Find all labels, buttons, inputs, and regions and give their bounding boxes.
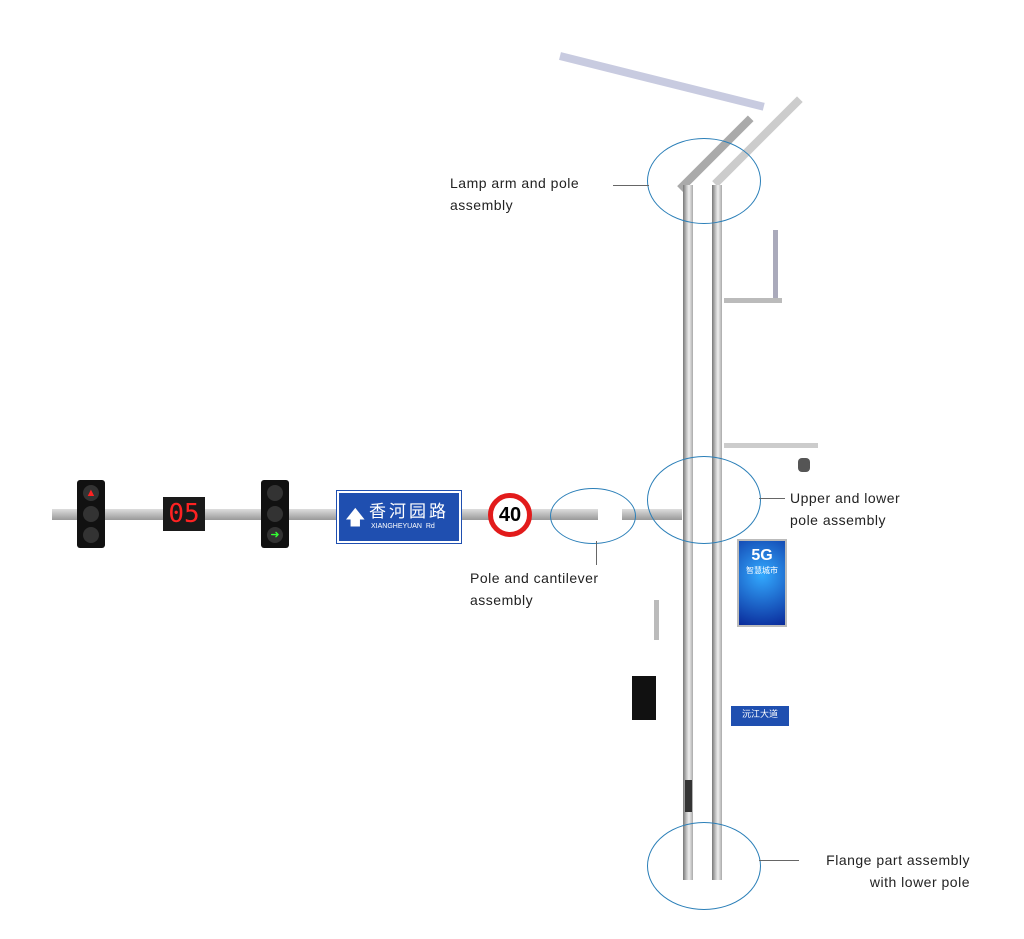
label-line: Lamp arm and pole (450, 175, 580, 191)
side-bracket-top (773, 230, 778, 298)
vertical-light-pole (654, 600, 659, 640)
label-line: with lower pole (869, 874, 970, 890)
side-arm-top (724, 298, 782, 303)
ring-flange (647, 822, 761, 910)
label-line: Flange part assembly (826, 852, 970, 868)
label-lamp-arm: Lamp arm and pole assembly (450, 172, 579, 216)
red-lamp (267, 485, 283, 501)
label-flange: Flange part assembly with lower pole (800, 849, 970, 893)
leader-lamp-arm (613, 185, 649, 186)
label-cantilever: Pole and cantilever assembly (470, 567, 599, 611)
countdown-display: 05 (163, 497, 205, 531)
up-arrow-icon: 🡅 (345, 507, 366, 529)
traffic-light-right: ➜ (261, 480, 289, 548)
road-name-sign: 🡅 香河园路 XIANGHEYUAN Rd (336, 490, 462, 544)
yellow-lamp (83, 506, 99, 522)
ring-cantilever (550, 488, 636, 544)
camera-icon (798, 458, 810, 472)
label-line: assembly (470, 592, 534, 608)
green-lamp (83, 527, 99, 543)
label-line: pole assembly (790, 512, 886, 528)
pole-hatch (685, 780, 692, 812)
leader-cantilever (596, 541, 597, 565)
label-line: Pole and cantilever (470, 570, 599, 586)
pedestrian-signal (632, 676, 656, 720)
green-arrow-lamp: ➜ (267, 527, 283, 543)
road-sign-cn: 香河园路 (369, 502, 449, 521)
label-line: assembly (450, 197, 514, 213)
street-sign: 沅江大道 (731, 706, 789, 726)
smart-screen: 5G 智慧城市 (737, 539, 787, 627)
lamp-arm-left (559, 52, 765, 111)
leader-upper-lower (759, 498, 785, 499)
road-sign-en: XIANGHEYUAN Rd (371, 523, 435, 530)
ring-lamp-arm (647, 138, 761, 224)
traffic-light-left: ▲ (77, 480, 105, 548)
ring-upper-lower (647, 456, 761, 544)
red-arrow-lamp: ▲ (83, 485, 99, 501)
screen-title: 5G (751, 547, 773, 564)
label-line: Upper and lower (790, 490, 901, 506)
leader-flange (759, 860, 799, 861)
speed-limit-sign: 40 (488, 493, 532, 537)
label-upper-lower: Upper and lower pole assembly (790, 487, 900, 531)
yellow-lamp (267, 506, 283, 522)
screen-subtitle: 智慧城市 (746, 566, 778, 575)
side-arm-mid (724, 443, 818, 448)
